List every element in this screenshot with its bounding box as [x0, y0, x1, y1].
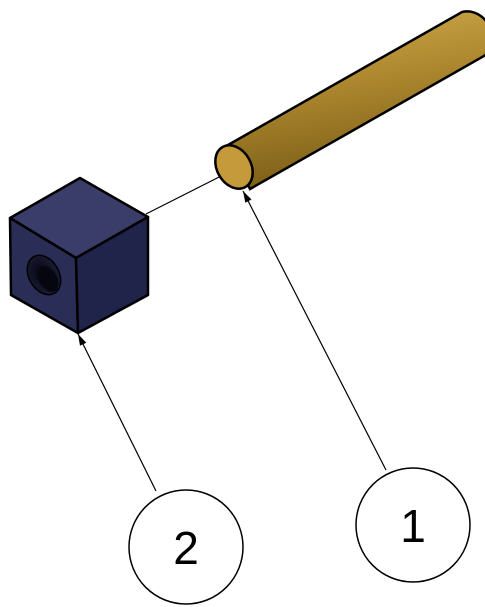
balloon-2-number: 2: [173, 522, 199, 574]
leader-line-1: [242, 190, 387, 471]
leader-line-2: [77, 333, 157, 492]
rod-part: [214, 10, 485, 191]
balloon-2-circle: [128, 489, 244, 605]
balloon-2: 2: [128, 489, 244, 605]
balloon-1-number: 1: [400, 500, 426, 552]
assembly-axis-line: [145, 169, 234, 215]
rod-body: [226, 10, 485, 191]
arrowhead-2: [78, 334, 87, 346]
block-part: [8, 176, 150, 335]
balloon-1-circle: [355, 467, 471, 583]
block-side-face: [74, 215, 150, 335]
balloon-1: 1: [355, 467, 471, 583]
block-hole-inner: [37, 266, 59, 292]
rod-end-face: [214, 144, 254, 190]
arrowhead-1: [243, 191, 252, 203]
